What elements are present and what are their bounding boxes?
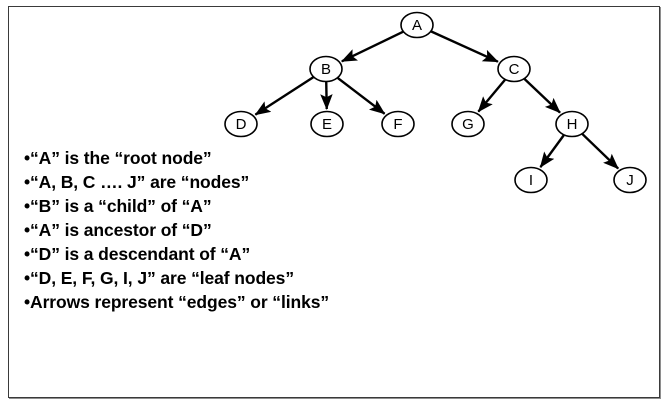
tree-edge-a-c bbox=[430, 30, 499, 63]
legend-item: •“D” is a descendant of “A” bbox=[24, 244, 251, 264]
tree-edge-a-b bbox=[340, 30, 404, 63]
tree-edge-b-d bbox=[254, 76, 314, 116]
tree-edge-c-h bbox=[523, 78, 561, 114]
tree-node-e[interactable]: E bbox=[310, 110, 344, 138]
legend-item: •“B” is a “child” of “A” bbox=[24, 196, 212, 216]
legend-list: •“A” is the “root node” •“A, B, C …. J” a… bbox=[24, 146, 454, 314]
tree-node-c[interactable]: C bbox=[497, 55, 531, 83]
node-label-e: E bbox=[322, 116, 332, 133]
node-layer: A B C D E F G H I J bbox=[224, 11, 647, 194]
node-ellipse-e bbox=[310, 110, 344, 138]
node-ellipse-g bbox=[451, 110, 485, 138]
node-label-h: H bbox=[567, 116, 578, 133]
tree-node-b[interactable]: B bbox=[309, 55, 343, 83]
node-ellipse-c bbox=[497, 55, 531, 83]
legend-item: •Arrows represent “edges” or “links” bbox=[24, 292, 329, 312]
node-ellipse-d bbox=[224, 110, 258, 138]
tree-node-f[interactable]: F bbox=[381, 110, 415, 138]
legend-item: •“A” is the “root node” bbox=[24, 148, 212, 168]
tree-edge-c-g bbox=[477, 79, 506, 113]
node-label-i: I bbox=[529, 172, 533, 189]
node-label-a: A bbox=[412, 17, 422, 34]
node-label-f: F bbox=[393, 116, 402, 133]
node-label-g: G bbox=[462, 116, 474, 133]
node-ellipse-f bbox=[381, 110, 415, 138]
legend-item: •“A” is ancestor of “D” bbox=[24, 220, 212, 240]
tree-edge-h-j bbox=[581, 133, 619, 170]
node-label-j: J bbox=[626, 172, 634, 189]
tree-node-d[interactable]: D bbox=[224, 110, 258, 138]
tree-node-h[interactable]: H bbox=[555, 110, 589, 138]
tree-node-i[interactable]: I bbox=[514, 166, 548, 194]
node-ellipse-j bbox=[613, 166, 647, 194]
node-ellipse-b bbox=[309, 55, 343, 83]
node-label-c: C bbox=[509, 61, 520, 78]
tree-node-a[interactable]: A bbox=[400, 11, 434, 39]
node-ellipse-i bbox=[514, 166, 548, 194]
tree-edge-h-i bbox=[539, 134, 565, 168]
node-label-d: D bbox=[236, 116, 247, 133]
legend-item: •“D, E, F, G, I, J” are “leaf nodes” bbox=[24, 268, 294, 288]
node-ellipse-a bbox=[400, 11, 434, 39]
node-ellipse-h bbox=[555, 110, 589, 138]
tree-edge-b-f bbox=[337, 77, 386, 115]
legend-item: •“A, B, C …. J” are “nodes” bbox=[24, 172, 250, 192]
tree-node-g[interactable]: G bbox=[451, 110, 485, 138]
node-label-b: B bbox=[321, 61, 331, 78]
tree-node-j[interactable]: J bbox=[613, 166, 647, 194]
edge-layer bbox=[254, 30, 619, 170]
